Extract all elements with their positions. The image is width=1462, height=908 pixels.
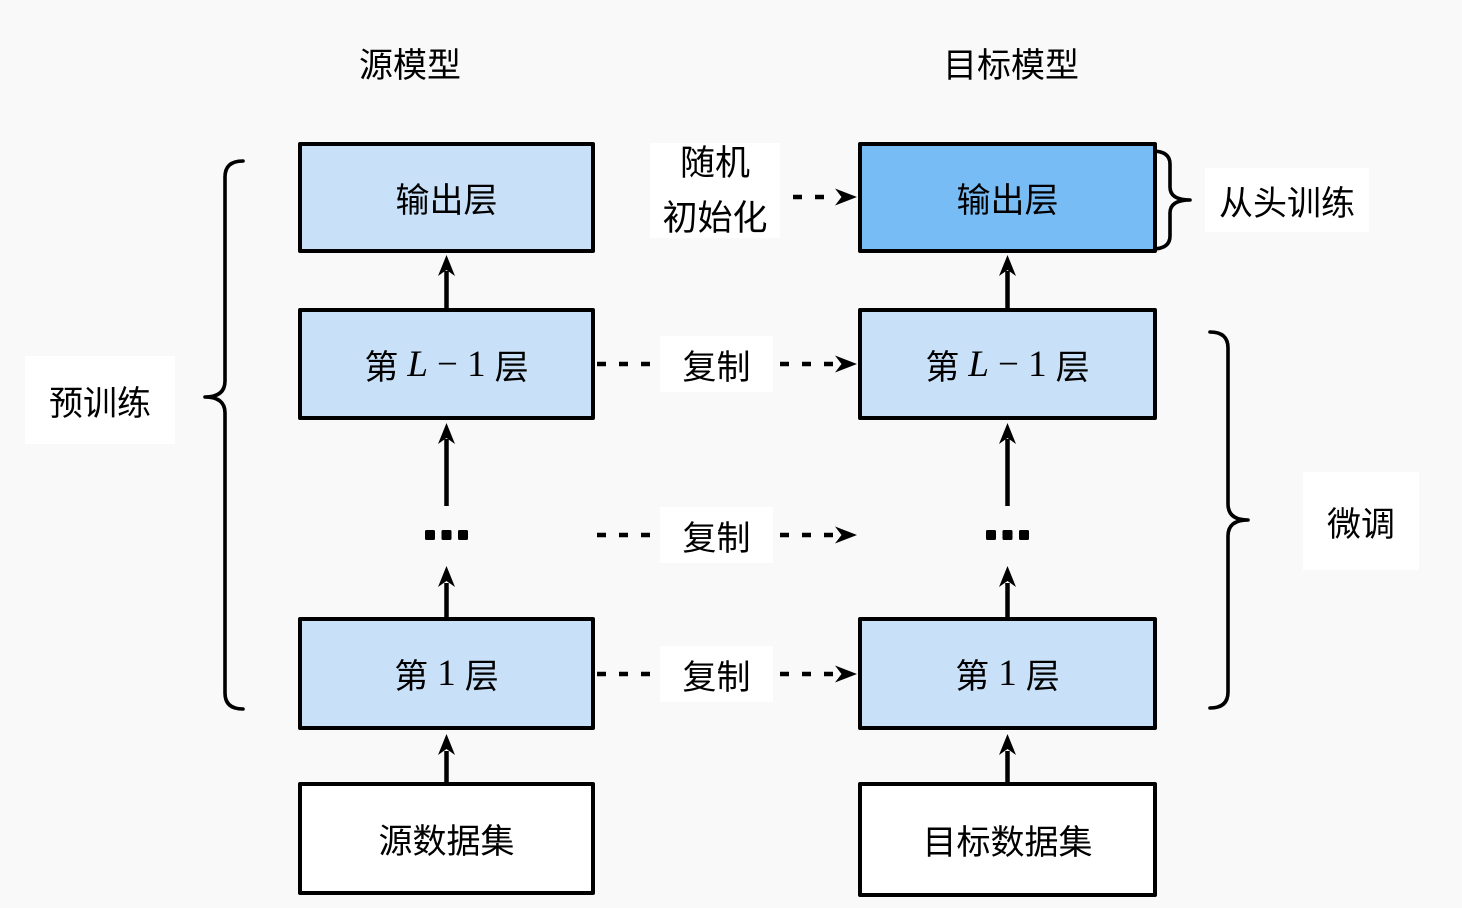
target-layer-1-box: 第 1 层 (858, 617, 1157, 730)
up-arrow-target-l1-to-dots (999, 566, 1016, 617)
dashed-arrow-copy-bottom (597, 665, 857, 683)
finetune-brace (1208, 330, 1250, 710)
dashed-arrow-copy-middle (597, 526, 857, 544)
up-arrow-source-l1-to-dots (438, 566, 455, 617)
layer-label-number: − 1 (436, 343, 486, 385)
source-output-layer-label: 输出层 (395, 182, 498, 220)
source-layer-1-box: 第 1 层 (298, 617, 595, 730)
copy-label-middle: 复制 (660, 507, 773, 563)
layer-label-prefix: 第 (925, 348, 960, 387)
target-output-layer-box: 输出层 (858, 142, 1157, 253)
source-dataset-label: 源数据集 (378, 823, 515, 861)
from-scratch-brace (1150, 149, 1192, 251)
layer-label-variable: L (968, 343, 989, 385)
finetune-label: 微调 (1303, 472, 1419, 570)
pretrain-label: 预训练 (25, 356, 175, 444)
copy-label-top: 复制 (660, 336, 773, 392)
up-arrow-target-lm1-to-output (999, 255, 1016, 308)
dashed-arrow-random-init (793, 188, 857, 206)
target-ellipsis-dots (986, 530, 1029, 540)
from-scratch-label: 从头训练 (1205, 168, 1369, 232)
up-arrow-source-dataset-to-l1 (438, 734, 455, 782)
pretrain-brace (203, 159, 245, 711)
dashed-arrow-copy-top (597, 355, 857, 373)
up-arrow-source-dots-to-lm1 (438, 423, 455, 506)
source-layer-lminus1-box: 第 L − 1 层 (298, 308, 595, 420)
layer-label-number: − 1 (997, 343, 1047, 385)
up-arrow-target-dots-to-lm1 (999, 423, 1016, 506)
up-arrow-target-dataset-to-l1 (999, 734, 1016, 782)
source-dataset-box: 源数据集 (298, 782, 595, 895)
target-layer-lminus1-box: 第 L − 1 层 (858, 308, 1157, 420)
layer-label-prefix: 第 (364, 348, 399, 387)
source-model-header: 源模型 (359, 46, 461, 85)
layer-label-suffix: 层 (1055, 348, 1090, 387)
layer-label-suffix: 层 (464, 658, 499, 696)
source-ellipsis-dots (425, 530, 468, 540)
random-init-label: 随机 初始化 (650, 143, 780, 238)
layer-label-suffix: 层 (1025, 658, 1060, 696)
target-dataset-label: 目标数据集 (922, 824, 1093, 862)
source-output-layer-box: 输出层 (298, 142, 595, 253)
target-dataset-box: 目标数据集 (858, 782, 1157, 897)
target-output-layer-label: 输出层 (956, 182, 1059, 220)
layer-label-number: 1 (437, 653, 456, 694)
up-arrow-source-lm1-to-output (438, 255, 455, 308)
target-model-header: 目标模型 (943, 46, 1079, 85)
layer-label-prefix: 第 (955, 658, 990, 696)
layer-label-prefix: 第 (394, 658, 429, 696)
random-init-line2: 初始化 (662, 198, 768, 238)
random-init-line1: 随机 (679, 143, 750, 183)
layer-label-variable: L (407, 343, 428, 385)
layer-label-number: 1 (998, 653, 1017, 694)
copy-label-bottom: 复制 (660, 646, 773, 702)
layer-label-suffix: 层 (494, 348, 529, 387)
